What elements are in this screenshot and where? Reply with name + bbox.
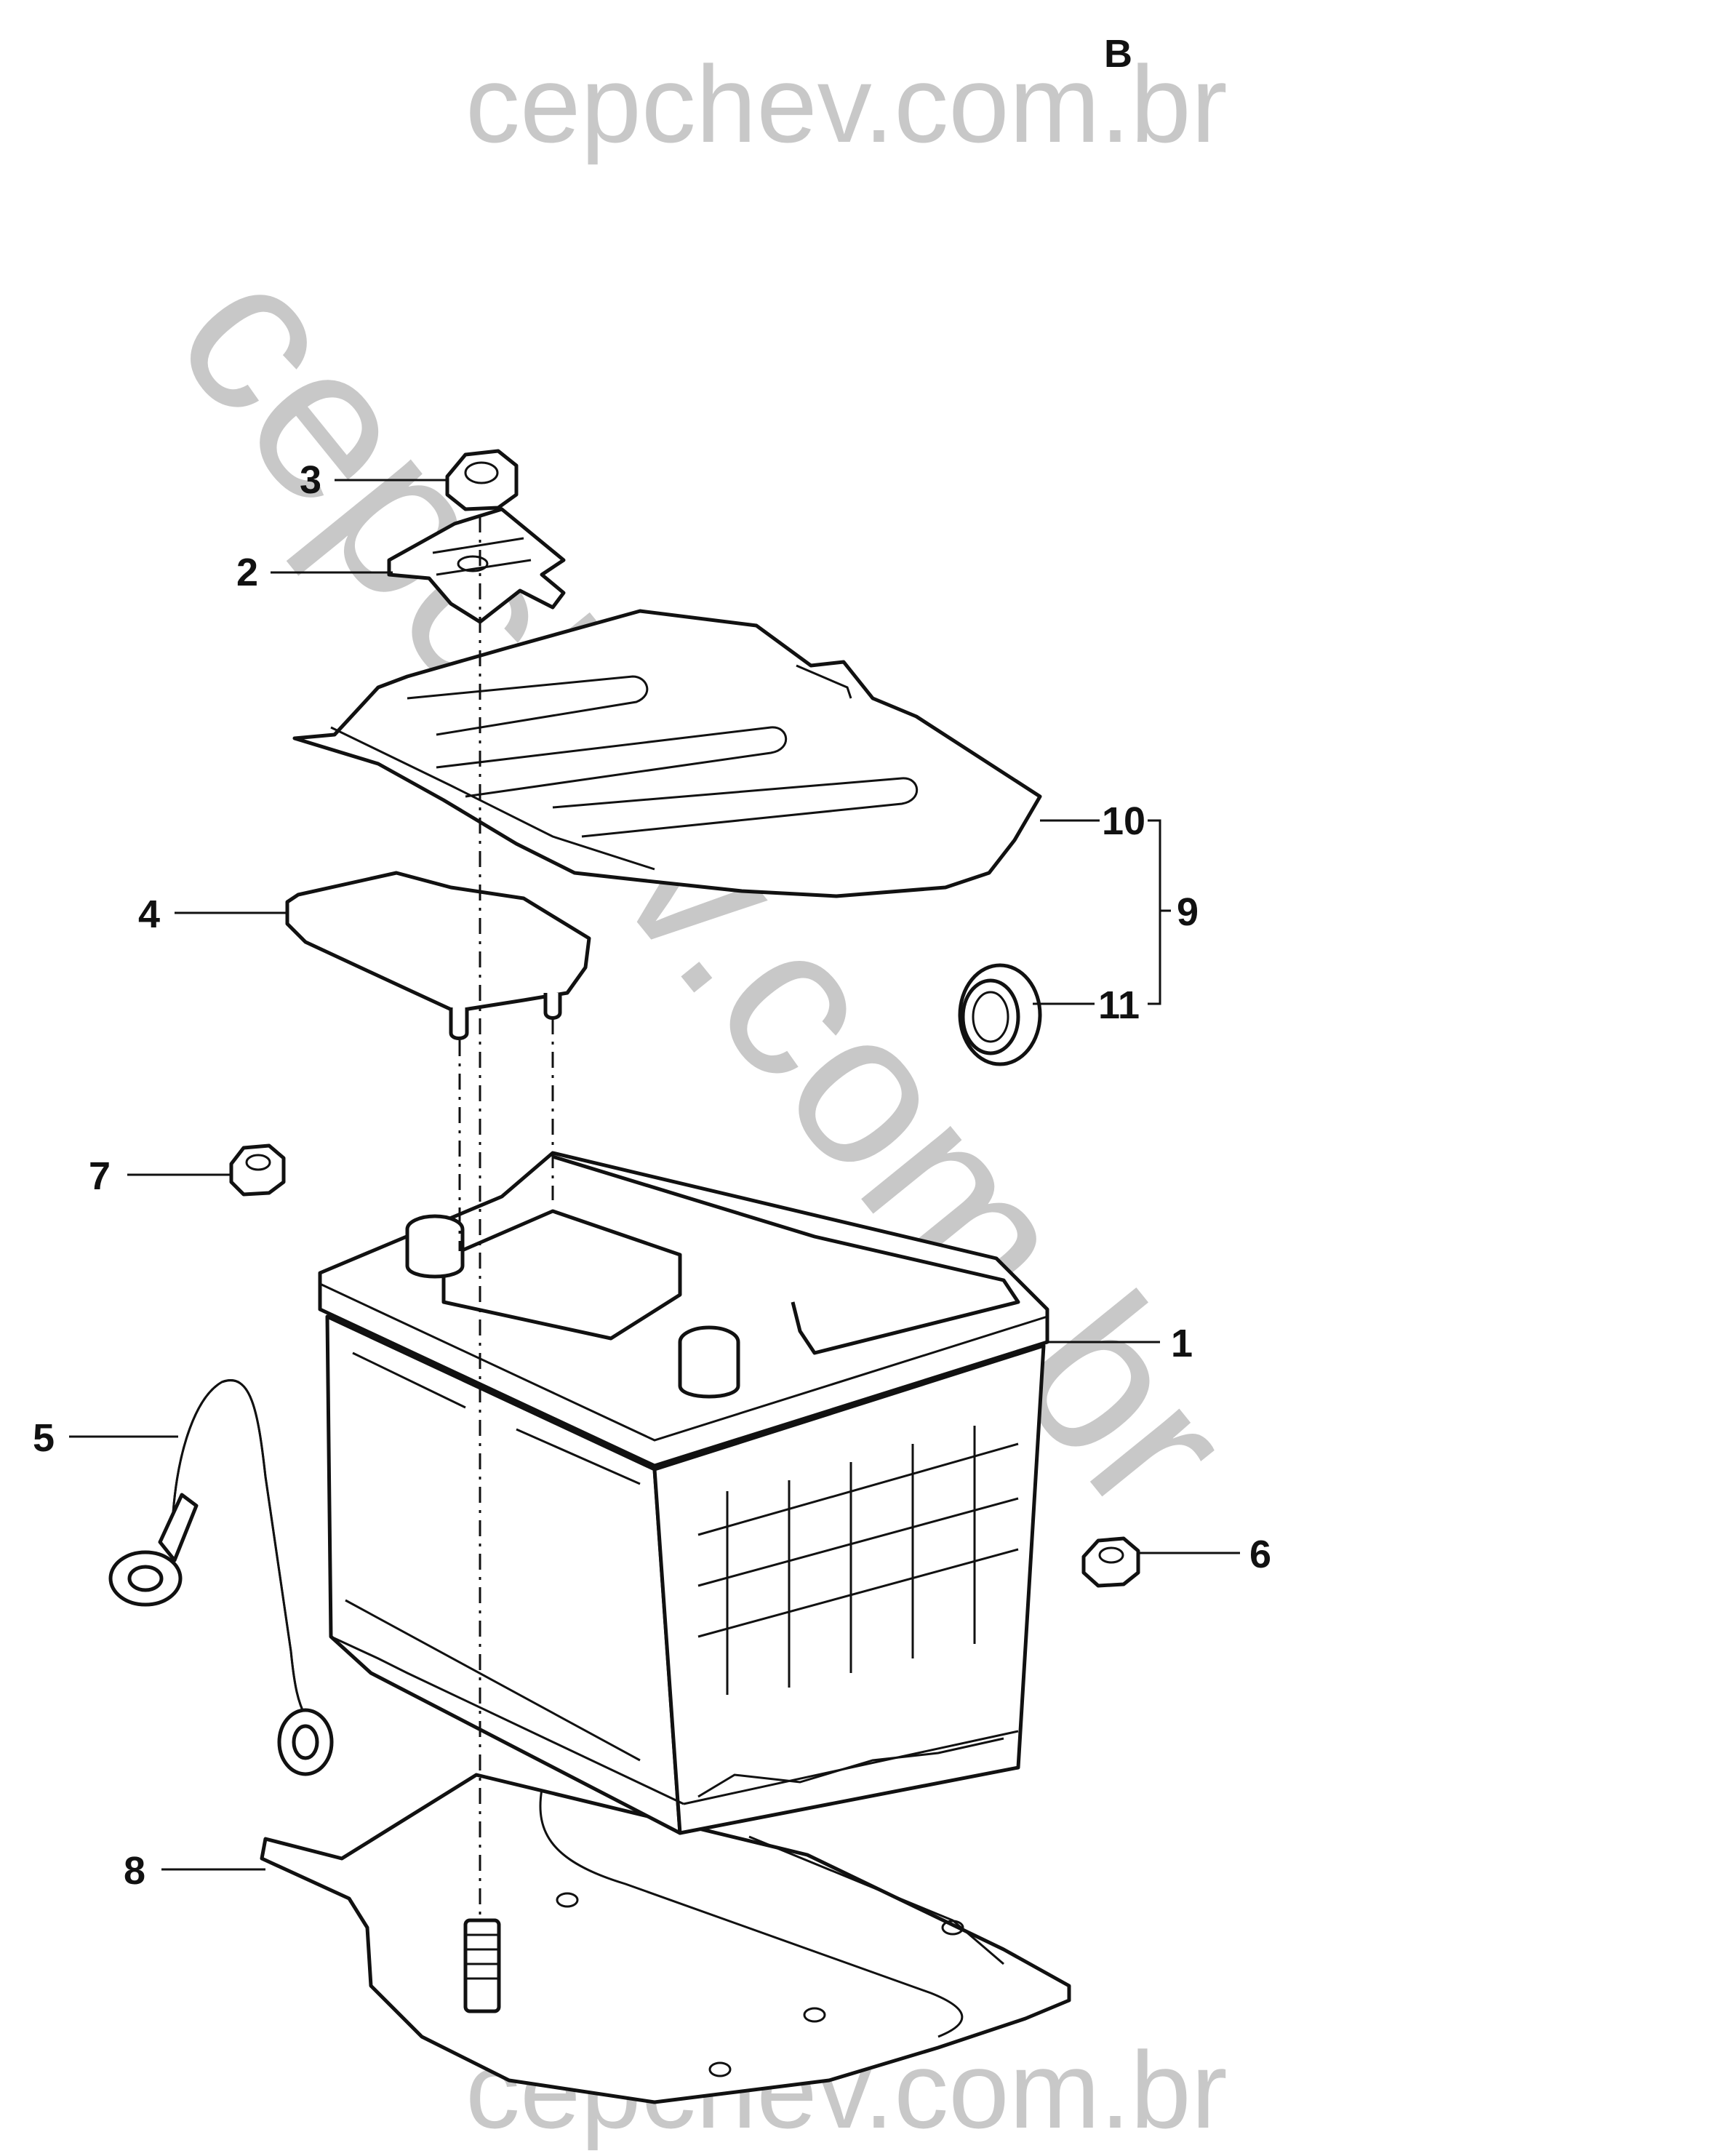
part-3-nut <box>445 449 519 511</box>
part-7-nut <box>229 1143 286 1197</box>
callout-7: 7 <box>89 1154 111 1198</box>
callout-9: 9 <box>1177 890 1199 934</box>
part-11-grommet <box>958 963 1042 1066</box>
leader-lines <box>69 479 1240 1871</box>
callout-8: 8 <box>124 1849 145 1893</box>
part-4-terminal-cover <box>285 871 591 1040</box>
callout-4: 4 <box>138 893 160 936</box>
part-8-battery-tray <box>260 1773 1071 2104</box>
callout-3: 3 <box>300 458 321 502</box>
tray-stud <box>463 1918 501 2013</box>
callout-6: 6 <box>1249 1533 1271 1576</box>
callout-labels: 3 2 4 7 5 10 9 11 1 6 8 <box>33 458 1271 1893</box>
callout-5: 5 <box>33 1416 55 1460</box>
watermark-top: cepchev.com.br <box>465 43 1228 165</box>
part-5-ground-cable <box>108 1379 334 1776</box>
part-2-clamp-bracket <box>387 507 566 624</box>
callout-1: 1 <box>1171 1322 1193 1365</box>
callout-11: 11 <box>1098 983 1140 1027</box>
part-6-nut <box>1081 1536 1140 1588</box>
callout-10: 10 <box>1102 799 1145 843</box>
part-10-battery-cover <box>292 609 1042 898</box>
callout-2: 2 <box>236 551 258 594</box>
part-1-battery <box>318 1151 1049 1835</box>
sheet-letter: B <box>1104 32 1132 76</box>
